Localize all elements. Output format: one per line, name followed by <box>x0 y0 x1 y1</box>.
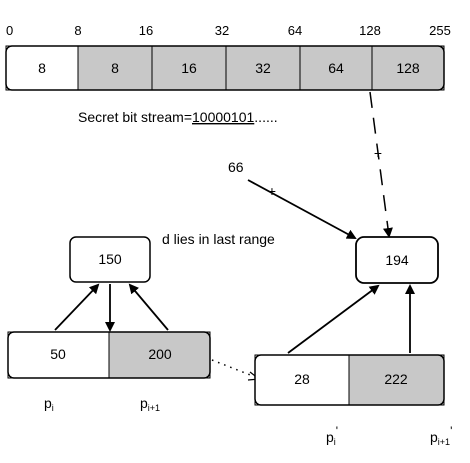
arrow-stego-pi-to-194 <box>287 284 380 354</box>
plus-sign-upper: + <box>374 145 382 161</box>
range-tick-32: 32 <box>215 23 229 38</box>
new-difference-value-194: 194 <box>385 252 409 268</box>
range-cell-value-4: 64 <box>328 60 344 76</box>
range-cell-value-3: 32 <box>255 60 271 76</box>
stego-value-222: 222 <box>384 371 408 387</box>
arrow-pi1-to-150 <box>128 283 169 331</box>
difference-value-150: 150 <box>98 251 122 267</box>
secret-label-prefix: Secret bit stream= <box>78 109 192 125</box>
range-tick-255: 255 <box>429 23 451 38</box>
range-tick-0: 0 <box>6 23 13 38</box>
secret-suffix: ...... <box>254 109 277 125</box>
range-tick-64: 64 <box>288 23 302 38</box>
range-cell-1 <box>77 45 153 91</box>
secret-bit-stream-label: Secret bit stream=10000101...... <box>78 109 278 125</box>
stego-pixel-pair-group: 194 28 222 pi' pi+1' <box>254 236 452 447</box>
label-p-i-prime: pi' <box>326 424 338 447</box>
range-note-text: d lies in last range <box>162 231 275 247</box>
new-difference-box-194 <box>355 236 439 284</box>
pixel-value-200: 200 <box>148 346 172 362</box>
range-bar-outline <box>5 45 445 91</box>
range-tick-16: 16 <box>139 23 153 38</box>
pixel-pair-outline-left <box>7 331 211 379</box>
original-pixel-pair-group: 150 50 200 pi pi+1 <box>7 236 211 413</box>
stego-value-28: 28 <box>294 371 310 387</box>
range-cell-value-1: 8 <box>111 60 119 76</box>
pixel-value-50: 50 <box>50 346 66 362</box>
range-tick-8: 8 <box>74 23 81 38</box>
label-p-i-plus-1-prime: pi+1' <box>430 424 452 447</box>
range-cell-value-2: 16 <box>181 60 197 76</box>
arrow-pi-to-150 <box>54 283 100 331</box>
label-p-i-plus-1: pi+1 <box>140 395 160 413</box>
pixel-pair-outline-right <box>254 354 445 406</box>
range-cell-5 <box>371 45 445 91</box>
range-cell-value-0: 8 <box>38 60 46 76</box>
range-tick-128: 128 <box>359 23 381 38</box>
dotted-connector <box>211 359 259 379</box>
stego-cell-pi <box>254 354 350 406</box>
stego-cell-pi1 <box>348 354 445 406</box>
range-cell-value-5: 128 <box>396 60 420 76</box>
secret-bits: 10000101 <box>192 109 255 125</box>
range-to-result-dashed-arrow <box>369 91 393 238</box>
difference-box-150 <box>69 236 151 283</box>
value-66-label: 66 <box>228 159 244 175</box>
range-table: 0 8 16 32 64 128 255 8 8 16 32 64 128 <box>5 23 451 91</box>
label-p-i: pi <box>44 395 54 413</box>
range-cell-0 <box>5 45 79 91</box>
plus-sign-lower: + <box>268 183 276 199</box>
value-66-arrow <box>247 179 357 239</box>
